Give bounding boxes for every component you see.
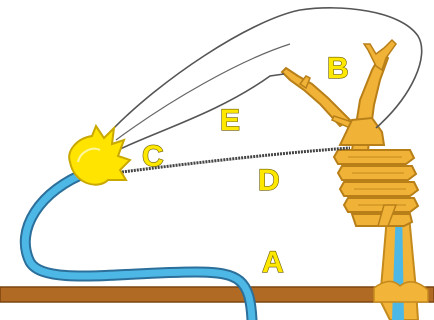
label-d: D bbox=[258, 164, 280, 197]
stem-structure bbox=[282, 40, 428, 320]
ground bbox=[0, 287, 434, 302]
label-e: E bbox=[220, 104, 240, 137]
label-c: C bbox=[142, 140, 164, 173]
trap-head bbox=[69, 126, 130, 185]
label-b: B bbox=[327, 52, 349, 85]
label-a: A bbox=[262, 246, 284, 279]
coil-plates bbox=[334, 150, 418, 226]
